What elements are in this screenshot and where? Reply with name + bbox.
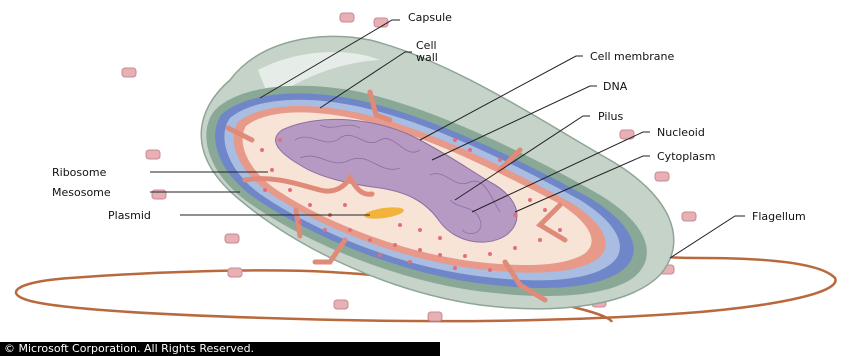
label-plasmid: Plasmid xyxy=(108,209,151,222)
label-ribosome: Ribosome xyxy=(52,166,107,179)
label-mesosome: Mesosome xyxy=(52,186,111,199)
label-capsule: Capsule xyxy=(408,11,452,24)
label-pilus: Pilus xyxy=(598,110,623,123)
label-cell-membrane: Cell membrane xyxy=(590,50,674,63)
label-cytoplasm: Cytoplasm xyxy=(657,150,715,163)
label-flagellum: Flagellum xyxy=(752,210,806,223)
label-cell-wall-line2: wall xyxy=(416,51,438,64)
label-dna: DNA xyxy=(603,80,628,93)
label-nucleoid: Nucleoid xyxy=(657,126,705,139)
copyright-notice: © Microsoft Corporation. All Rights Rese… xyxy=(4,342,254,356)
